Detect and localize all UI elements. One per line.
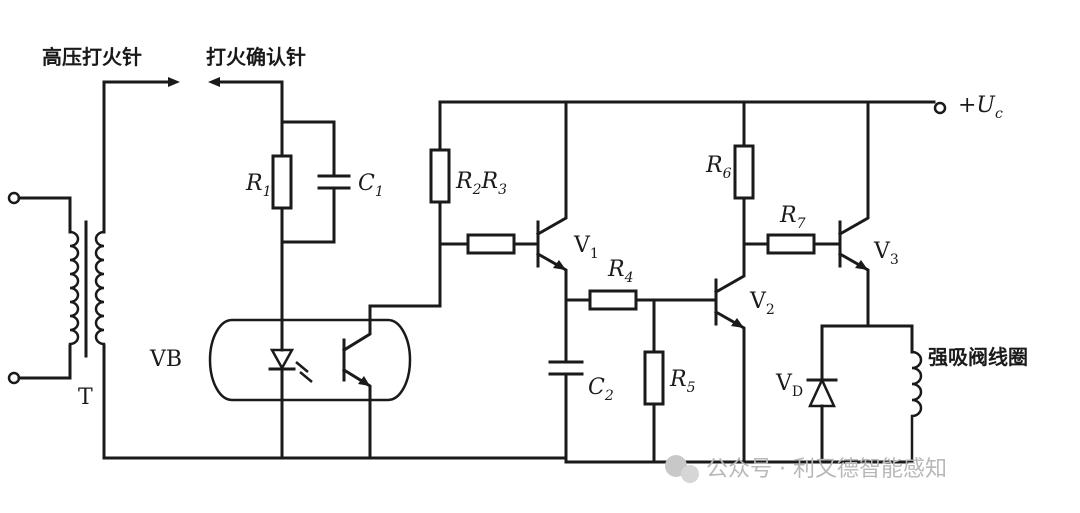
optocoupler-vb: VB — [149, 242, 442, 460]
r1-c1-network: R1 C1 — [245, 120, 384, 352]
label-c1: C1 — [358, 171, 384, 200]
valve-coil-icon — [910, 350, 923, 462]
label-v3: V3 — [873, 239, 899, 268]
label-r1: R1 — [245, 171, 272, 200]
supply-terminal — [933, 101, 947, 115]
watermark-text: 公众号 · 利又德智能感知 — [706, 457, 947, 482]
resistor-r1 — [271, 154, 293, 210]
transistor-v2: V2 — [713, 242, 775, 464]
transistor-v1: V1 — [535, 100, 599, 302]
primary-winding — [68, 230, 80, 346]
label-r2-r3: R2R3 — [455, 169, 507, 198]
label-v1: V1 — [573, 233, 599, 262]
label-r7: R7 — [779, 203, 806, 232]
diode-vd — [808, 377, 836, 408]
label-valve-coil: 强吸阀线圈 — [928, 345, 1028, 369]
label-c2: C2 — [588, 375, 614, 404]
label-supply: +Uc — [958, 93, 1003, 122]
watermark: 公众号 · 利又德智能感知 — [665, 455, 947, 483]
label-t: T — [78, 385, 93, 410]
led-icon — [269, 348, 295, 371]
label-vb: VB — [149, 347, 182, 372]
secondary-winding — [94, 230, 106, 346]
label-v2: V2 — [749, 289, 775, 318]
label-confirm-pin: 打火确认针 — [206, 45, 306, 69]
transformer-t: T — [7, 77, 180, 460]
label-r6: R6 — [705, 153, 732, 182]
label-vd: VD — [775, 371, 803, 400]
label-hv-pin: 高压打火针 — [42, 45, 142, 69]
resistor-r3 — [466, 233, 516, 255]
label-r5: R5 — [669, 367, 696, 396]
label-r4: R4 — [607, 257, 634, 286]
resistor-r6 — [733, 144, 755, 200]
transistor-v3: V3 — [837, 100, 899, 328]
resistor-r2 — [429, 148, 451, 204]
optocoupler-body — [208, 318, 412, 402]
resistor-r5 — [643, 350, 665, 406]
resistor-r4 — [588, 289, 638, 311]
resistor-r7 — [766, 233, 816, 255]
